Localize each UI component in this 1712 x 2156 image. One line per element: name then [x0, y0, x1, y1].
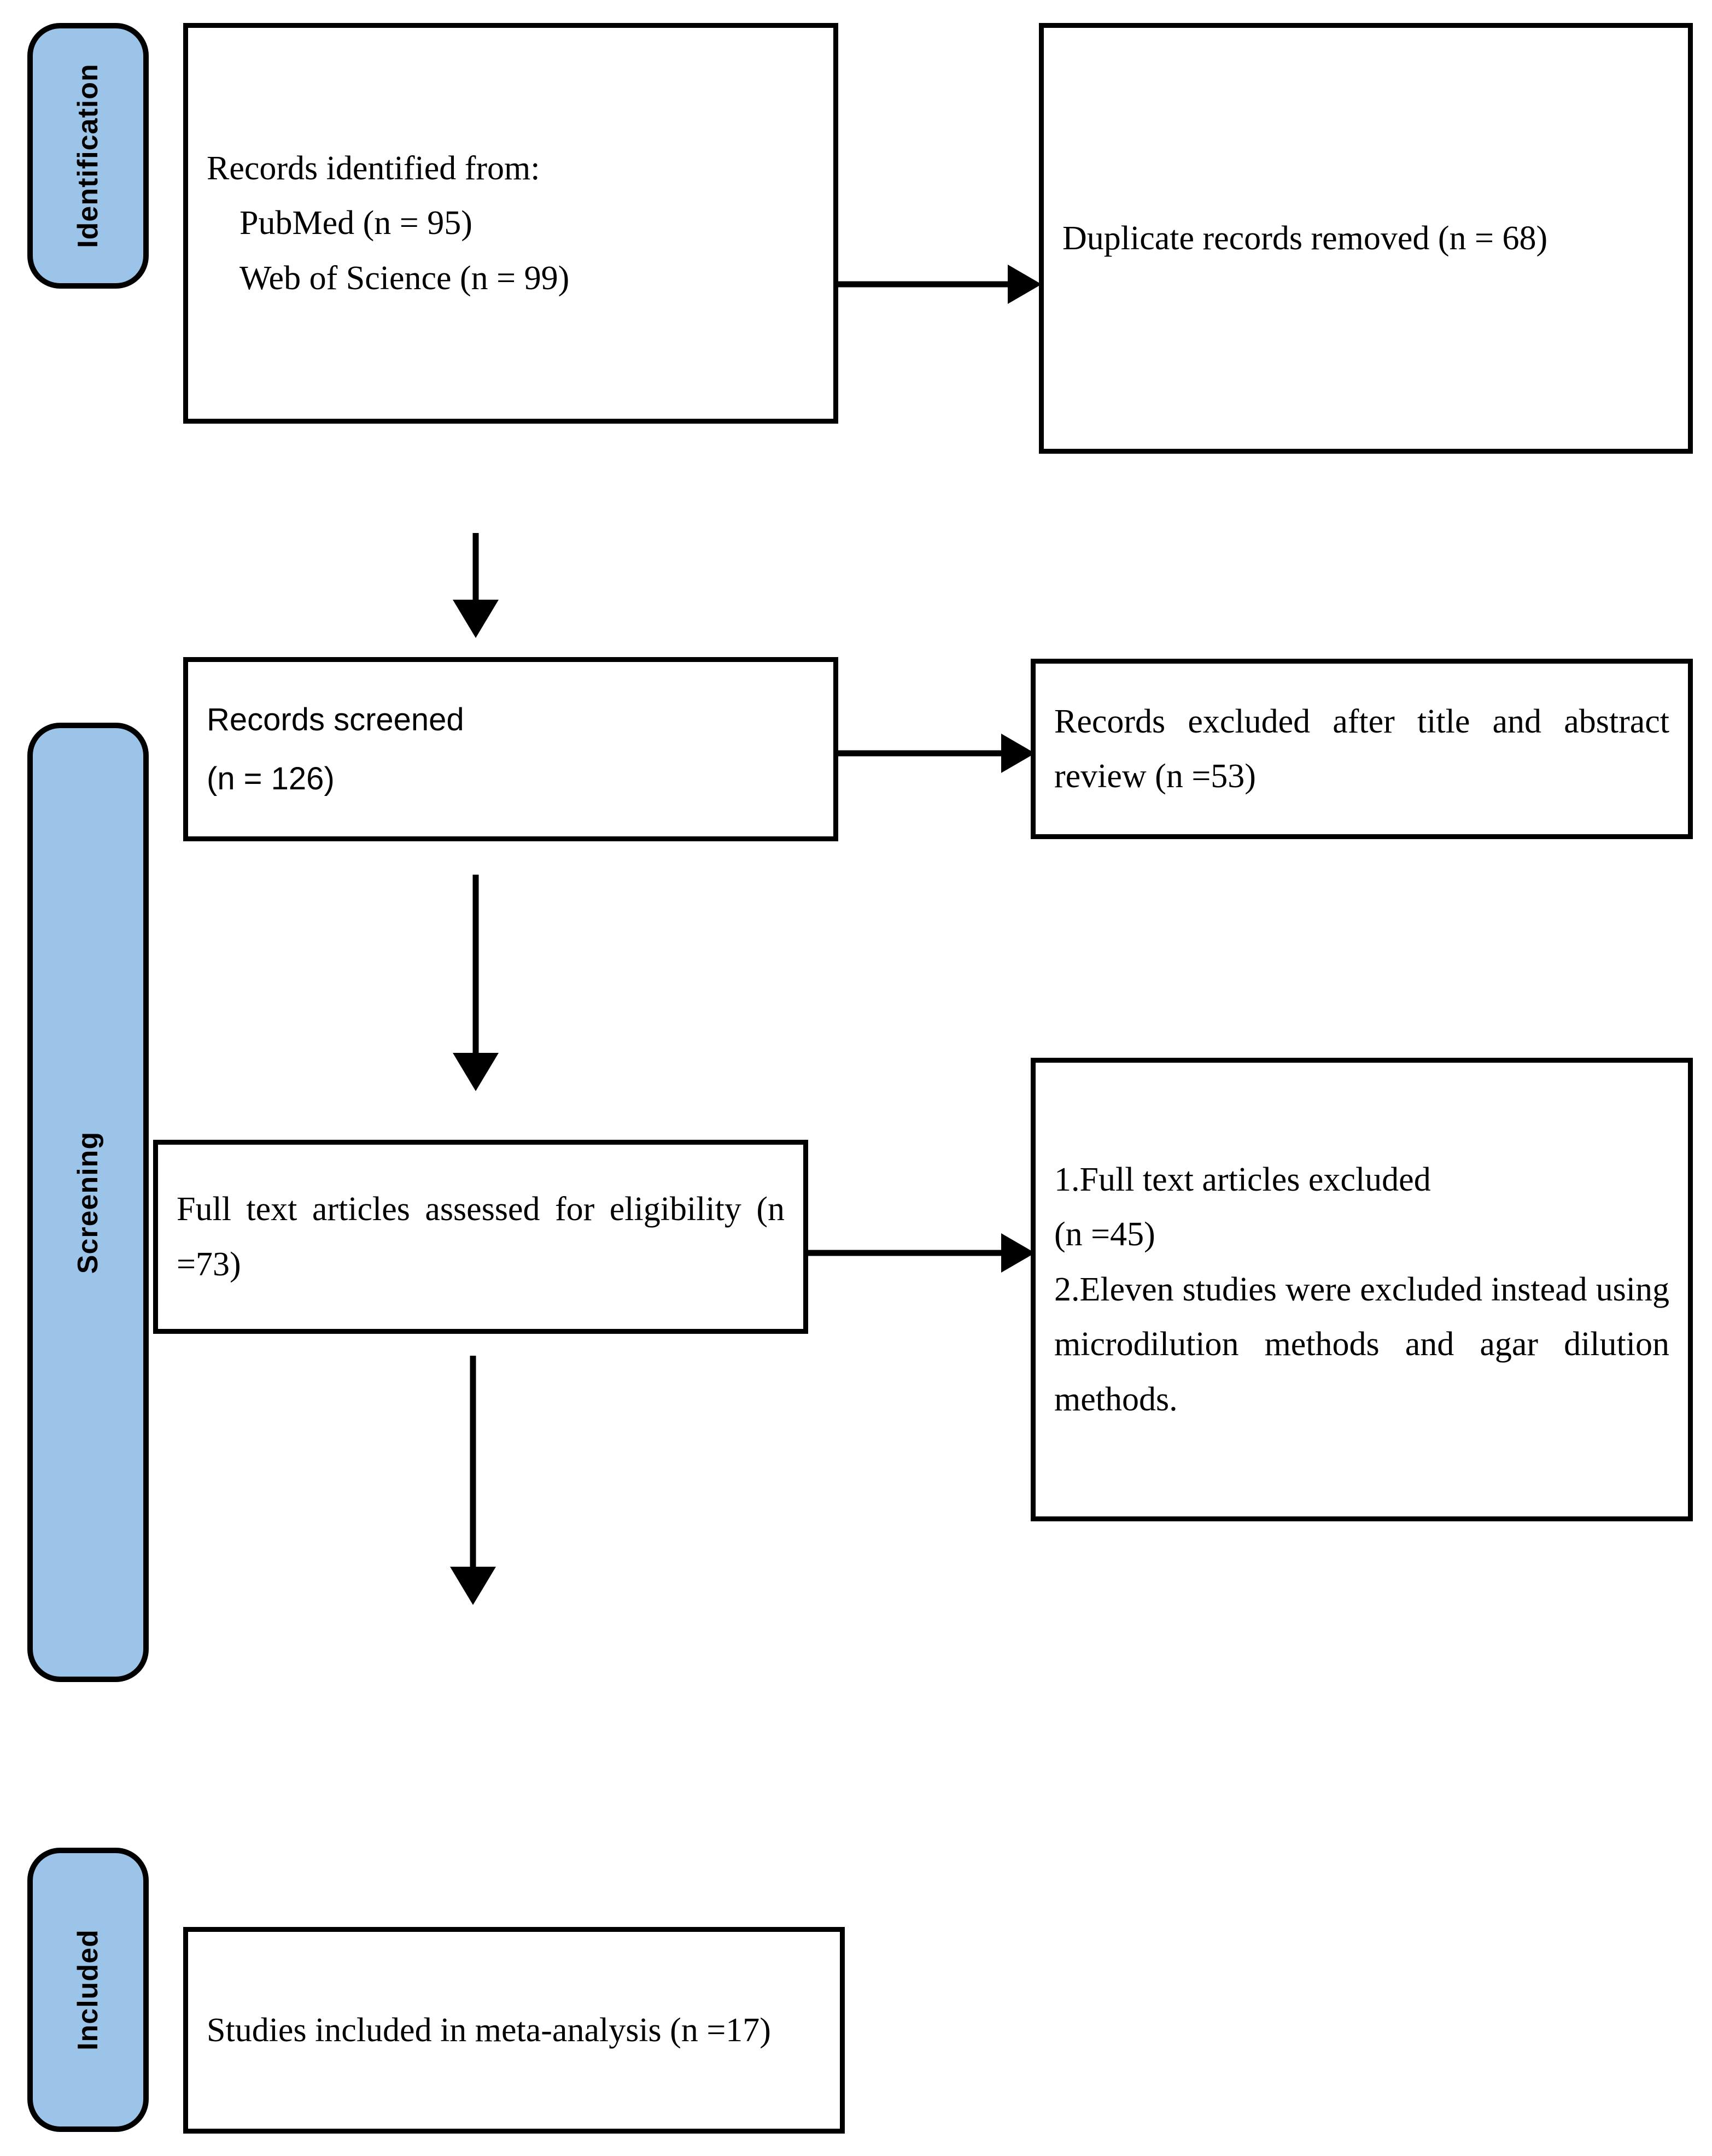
records-identified-heading: Records identified from:	[207, 149, 540, 187]
records-screened-line-1: Records screened	[207, 702, 464, 738]
records-screened-text: Records screened (n = 126)	[188, 690, 833, 808]
phase-label-identification: Identification	[72, 63, 104, 248]
records-screened-line-2: (n = 126)	[207, 760, 335, 796]
records-identified-source-2: Web of Science (n = 99)	[239, 259, 570, 297]
box-full-text-assessed: Full text articles assessed for eligibil…	[153, 1140, 808, 1334]
records-identified-text: Records identified from: PubMed (n = 95)…	[188, 141, 833, 306]
box-duplicates-removed: Duplicate records removed (n = 68)	[1039, 23, 1693, 454]
connector-fulltext-to-excluded	[808, 1226, 1035, 1280]
connector-screened-to-fulltext	[437, 875, 514, 1093]
phase-pill-screening: Screening	[27, 723, 149, 1682]
studies-included-text: Studies included in meta-analysis (n =17…	[207, 2011, 771, 2049]
box-records-identified: Records identified from: PubMed (n = 95)…	[183, 23, 838, 424]
full-text-excluded-item-1b: (n =45)	[1054, 1216, 1155, 1253]
connector-identified-to-duplicates	[838, 257, 1042, 312]
connector-fulltext-to-included	[435, 1356, 511, 1607]
records-excluded-text: Records excluded after title and abstrac…	[1054, 702, 1669, 795]
duplicates-removed-text: Duplicate records removed (n = 68)	[1062, 219, 1548, 257]
records-identified-source-1: PubMed (n = 95)	[239, 204, 472, 242]
full-text-excluded-item-1: 1.Full text articles excluded	[1054, 1161, 1431, 1198]
phase-label-included: Included	[72, 1929, 104, 2050]
phase-label-screening: Screening	[72, 1131, 104, 1274]
box-full-text-excluded: 1.Full text articles excluded (n =45) 2.…	[1031, 1058, 1693, 1521]
full-text-assessed-text: Full text articles assessed for eligibil…	[177, 1191, 785, 1283]
box-records-excluded: Records excluded after title and abstrac…	[1031, 659, 1693, 839]
connector-screened-to-excluded	[838, 726, 1035, 781]
box-studies-included: Studies included in meta-analysis (n =17…	[183, 1927, 845, 2134]
full-text-excluded-item-2: 2.Eleven studies were excluded instead u…	[1054, 1270, 1669, 1418]
phase-pill-identification: Identification	[27, 23, 149, 289]
phase-pill-included: Included	[27, 1848, 149, 2132]
connector-identified-to-screened	[437, 533, 514, 640]
box-records-screened: Records screened (n = 126)	[183, 657, 838, 841]
